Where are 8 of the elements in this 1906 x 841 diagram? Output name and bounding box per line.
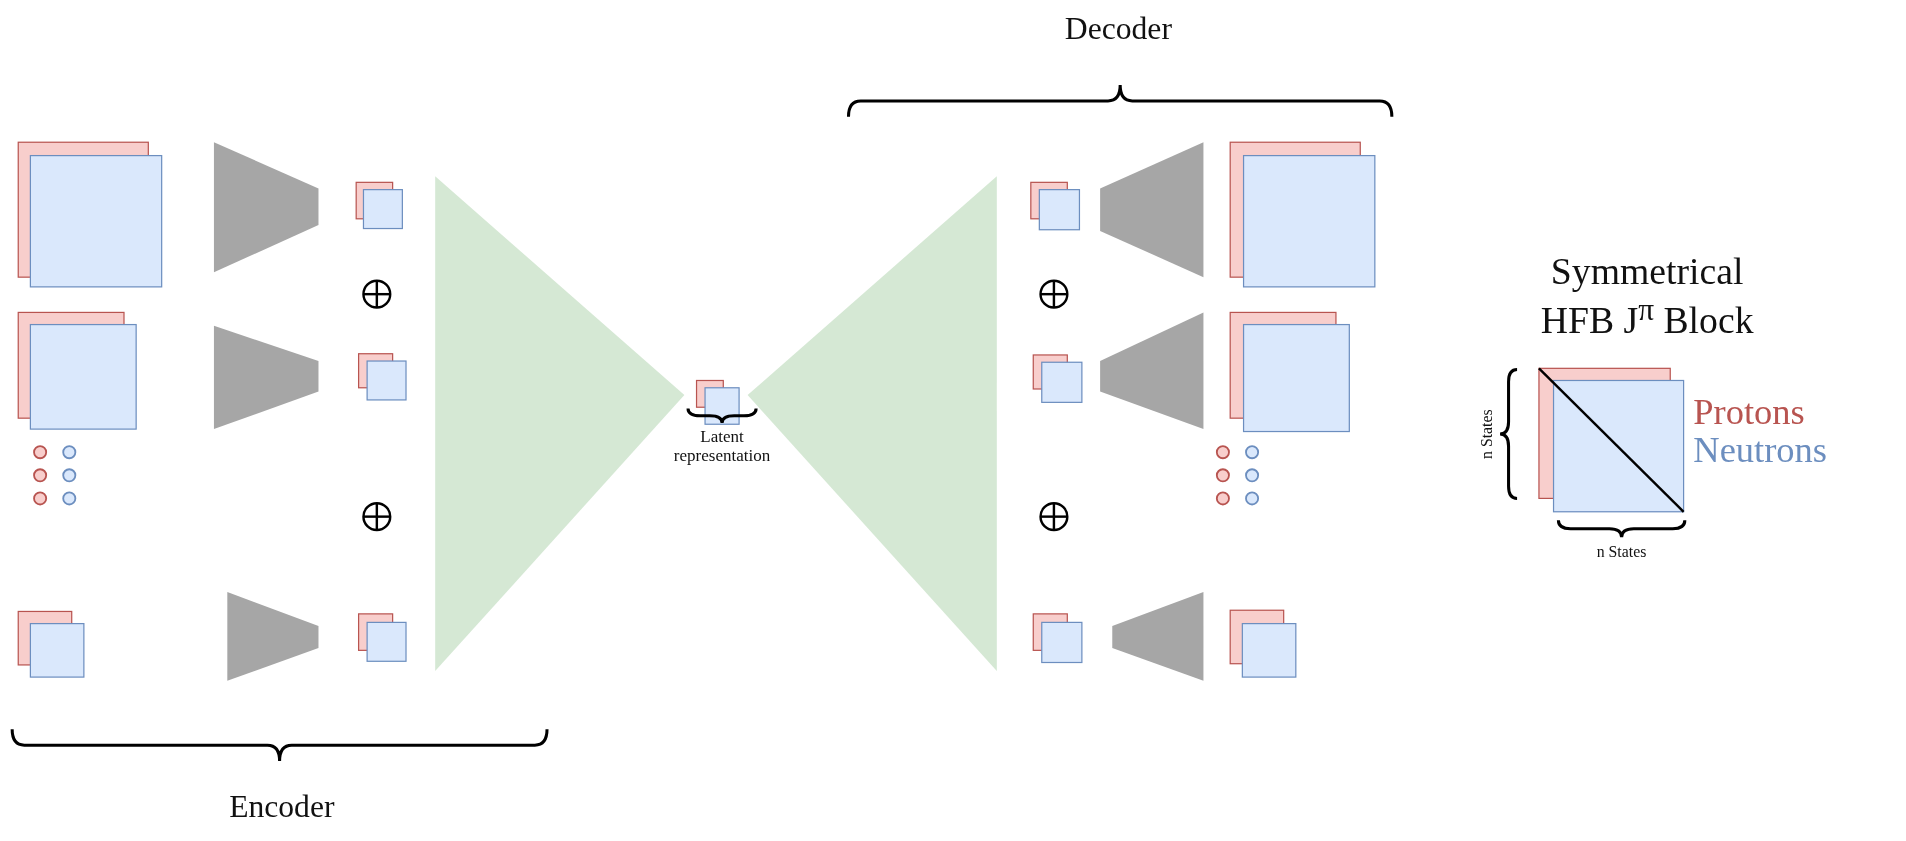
axis-annotation: n States (1477, 409, 1496, 459)
axis-annotation: n States (1596, 543, 1647, 561)
section-title: Decoder (1064, 12, 1172, 47)
annotation: Latent representation (672, 427, 772, 466)
block-title: Symmetrical HFB J$^{π}$ Block (1539, 251, 1755, 343)
section-title: Encoder (229, 790, 335, 825)
legend-entry: Neutrons (1693, 429, 1828, 470)
legend-entry: Protons (1693, 391, 1805, 432)
